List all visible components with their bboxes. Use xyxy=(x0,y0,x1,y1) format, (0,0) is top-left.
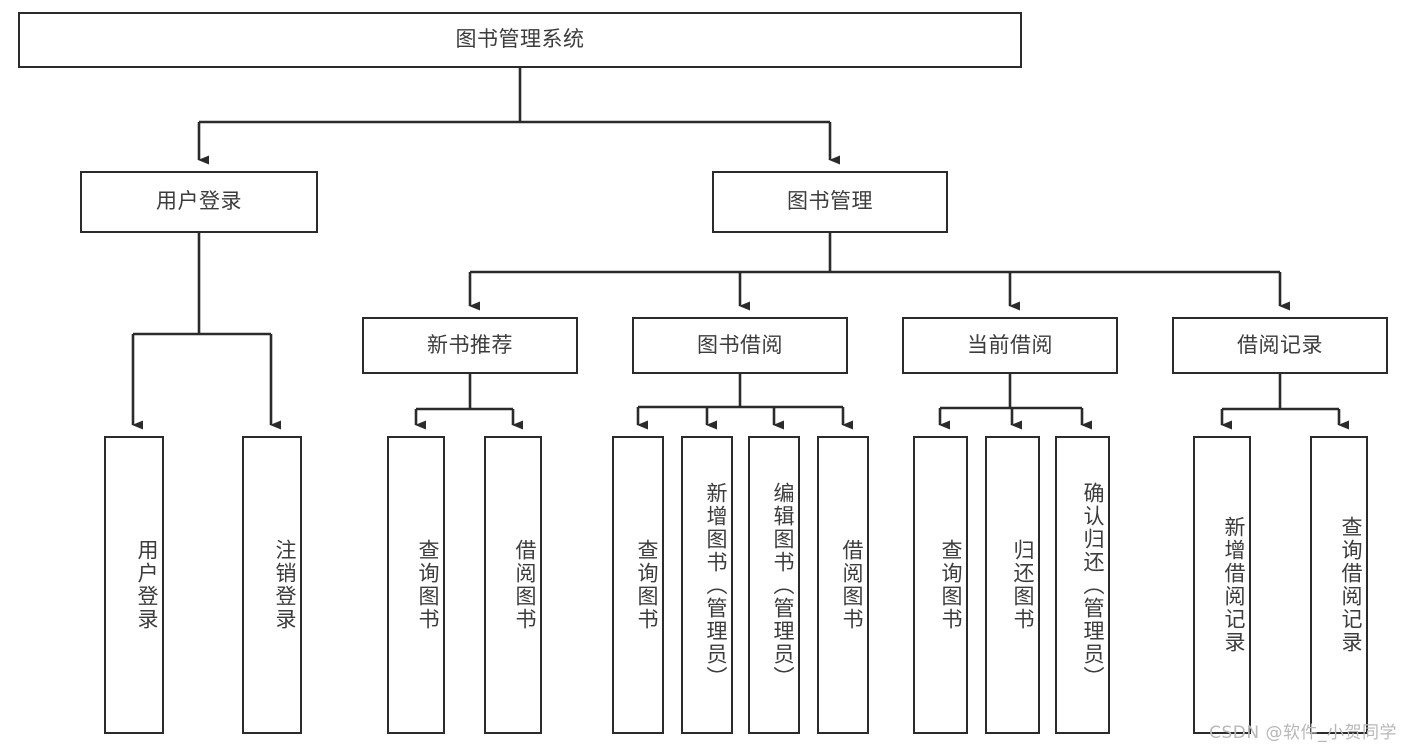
leaf-add-borrow-record-label: 新增借阅记录 xyxy=(1222,516,1246,654)
node-current-borrow[interactable]: 当前借阅 xyxy=(902,317,1118,374)
node-book-manage[interactable]: 图书管理 xyxy=(712,171,948,233)
node-user-login[interactable]: 用户登录 xyxy=(80,171,318,233)
leaf-add-book-admin-label: 新增图书（管理员） xyxy=(704,481,728,689)
node-book-borrow[interactable]: 图书借阅 xyxy=(632,317,848,374)
leaf-user-login-label: 用户登录 xyxy=(135,539,159,631)
leaf-query-book-current[interactable]: 查询图书 xyxy=(913,436,968,734)
leaf-borrow-book-recommend[interactable]: 借阅图书 xyxy=(484,436,542,734)
node-current-borrow-label: 当前借阅 xyxy=(967,332,1053,357)
node-borrow-record-label: 借阅记录 xyxy=(1237,332,1323,357)
leaf-confirm-return-admin-label: 确认归还（管理员） xyxy=(1081,481,1105,689)
leaf-borrow-book-label: 借阅图书 xyxy=(840,539,864,631)
node-user-login-label: 用户登录 xyxy=(156,189,242,214)
leaf-query-book-current-label: 查询图书 xyxy=(939,539,963,631)
leaf-borrow-book-recommend-label: 借阅图书 xyxy=(513,539,537,631)
node-root[interactable]: 图书管理系统 xyxy=(18,12,1022,68)
leaf-query-book-recommend[interactable]: 查询图书 xyxy=(387,436,445,734)
node-root-label: 图书管理系统 xyxy=(455,27,585,52)
leaf-logout-login[interactable]: 注销登录 xyxy=(242,436,302,734)
leaf-borrow-book[interactable]: 借阅图书 xyxy=(817,436,869,734)
leaf-return-book[interactable]: 归还图书 xyxy=(985,436,1040,734)
leaf-logout-login-label: 注销登录 xyxy=(273,539,297,631)
leaf-edit-book-admin[interactable]: 编辑图书（管理员） xyxy=(748,436,800,734)
leaf-return-book-label: 归还图书 xyxy=(1011,539,1035,631)
node-borrow-record[interactable]: 借阅记录 xyxy=(1172,317,1388,374)
node-book-manage-label: 图书管理 xyxy=(787,189,873,214)
leaf-query-borrow-record-label: 查询借阅记录 xyxy=(1339,516,1363,654)
leaf-edit-book-admin-label: 编辑图书（管理员） xyxy=(771,481,795,689)
leaf-add-borrow-record[interactable]: 新增借阅记录 xyxy=(1193,436,1251,734)
leaf-confirm-return-admin[interactable]: 确认归还（管理员） xyxy=(1055,436,1110,734)
node-book-borrow-label: 图书借阅 xyxy=(697,332,783,357)
csdn-watermark: CSDN @软件_小贺同学 xyxy=(1209,723,1397,743)
leaf-query-book-borrow-label: 查询图书 xyxy=(635,539,659,631)
leaf-query-book-recommend-label: 查询图书 xyxy=(416,539,440,631)
leaf-query-book-borrow[interactable]: 查询图书 xyxy=(612,436,664,734)
leaf-query-borrow-record[interactable]: 查询借阅记录 xyxy=(1310,436,1368,734)
leaf-user-login[interactable]: 用户登录 xyxy=(104,436,164,734)
leaf-add-book-admin[interactable]: 新增图书（管理员） xyxy=(681,436,733,734)
node-new-book-recommend-label: 新书推荐 xyxy=(427,332,513,357)
node-new-book-recommend[interactable]: 新书推荐 xyxy=(362,317,578,374)
